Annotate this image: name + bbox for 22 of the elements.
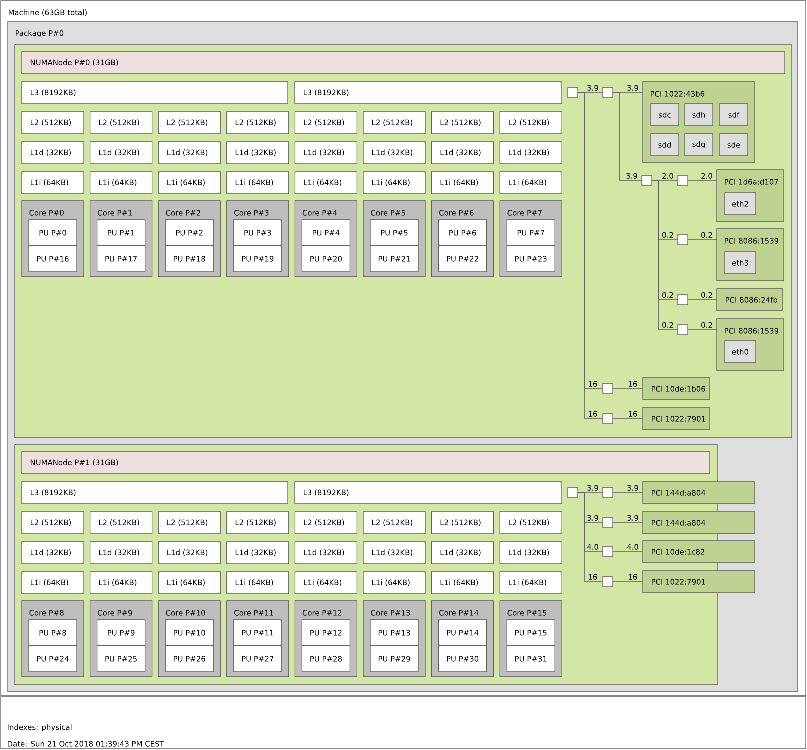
bridge-square bbox=[602, 518, 614, 528]
bridge-square bbox=[602, 88, 614, 98]
link-line bbox=[578, 492, 604, 582]
link-line bbox=[612, 418, 644, 420]
link-line bbox=[612, 388, 644, 390]
bridge-square bbox=[602, 576, 614, 588]
bridge-square bbox=[678, 234, 688, 246]
bridge-square bbox=[568, 488, 578, 498]
link-line bbox=[688, 180, 718, 182]
link-line bbox=[612, 522, 644, 524]
bridge-square bbox=[602, 384, 614, 394]
bridge-square bbox=[678, 176, 688, 186]
bridge-square bbox=[602, 546, 614, 558]
bridge-square bbox=[678, 324, 688, 336]
bridge-square bbox=[602, 488, 614, 498]
bridge-square bbox=[602, 414, 614, 424]
bridge-square bbox=[678, 294, 688, 306]
bridge-square bbox=[568, 88, 578, 98]
link-line bbox=[612, 492, 644, 494]
link-line bbox=[612, 92, 642, 182]
bridge-square bbox=[642, 176, 652, 186]
link-line bbox=[652, 180, 678, 330]
